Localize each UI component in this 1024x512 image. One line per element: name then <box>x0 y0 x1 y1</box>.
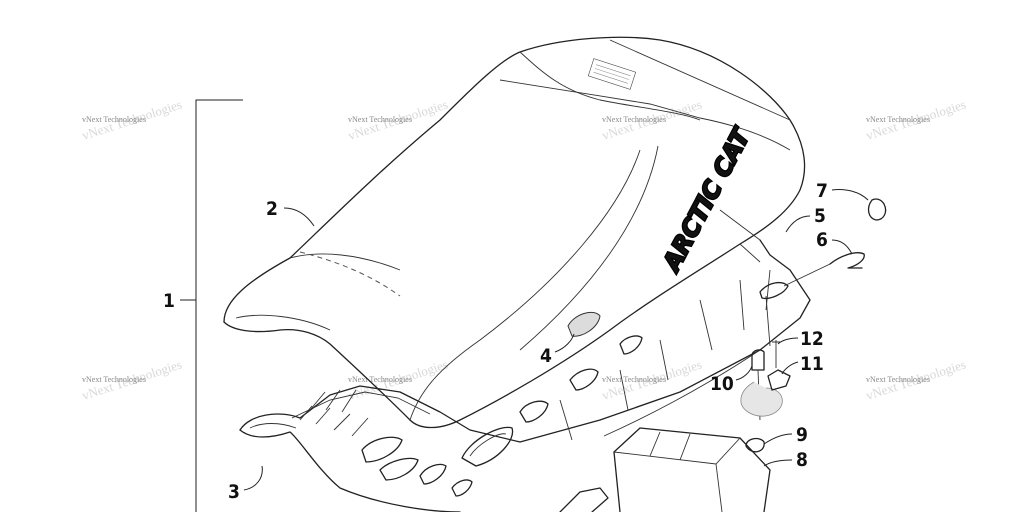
callout-7: 7 <box>816 180 828 202</box>
leader-10 <box>735 365 753 381</box>
nut <box>745 437 765 453</box>
leader-12 <box>777 337 799 345</box>
seat-base <box>239 239 811 512</box>
watermark-text: vNext Technologies <box>82 375 146 384</box>
latch-rod <box>765 295 771 347</box>
leader-3 <box>243 465 263 491</box>
watermark-text: vNext Technologies <box>866 375 930 384</box>
washer-seat <box>740 381 783 417</box>
watermark-group: vNext Technologies vNext Technologies vN… <box>80 97 967 403</box>
snap-ring <box>867 198 887 221</box>
latch-clip <box>767 369 791 391</box>
watermark-text: vNext Technologies <box>348 375 412 384</box>
watermark-text: vNext Technologies <box>866 115 930 124</box>
seat-foam-block <box>613 427 771 512</box>
watermark-text: vNext Technologies <box>602 115 666 124</box>
leader-7 <box>831 189 869 201</box>
callout-4: 4 <box>540 345 552 367</box>
callout-1: 1 <box>163 290 175 312</box>
watermark-text: vNext Technologies <box>348 115 412 124</box>
brand-decal: ARCTIC CAT ARCTIC CAT <box>655 122 757 279</box>
leader-9 <box>763 433 793 445</box>
leader-5 <box>785 215 811 233</box>
callout-2: 2 <box>266 198 278 220</box>
leader-4 <box>554 333 575 353</box>
assembly-bracket <box>195 99 243 512</box>
leader-2 <box>283 207 315 227</box>
callout-11: 11 <box>800 353 824 375</box>
leader-11 <box>781 361 799 375</box>
leader-lines <box>243 189 869 491</box>
seat-tag <box>587 58 637 90</box>
latch-pin <box>772 340 780 368</box>
leader-8 <box>763 459 793 467</box>
seat-cushion <box>223 36 806 429</box>
seat-decal-oval <box>567 311 601 337</box>
callout-12: 12 <box>800 328 824 350</box>
latch-bracket <box>759 281 789 300</box>
hairpin-clip <box>829 252 865 269</box>
watermark-text: vNext Technologies <box>82 115 146 124</box>
callout-3: 3 <box>228 481 240 503</box>
brand-decal-text: ARCTIC CAT <box>657 123 757 277</box>
callout-6: 6 <box>816 229 828 251</box>
callout-5: 5 <box>814 205 826 227</box>
plunger <box>751 349 765 371</box>
leader-6 <box>831 239 853 255</box>
callout-9: 9 <box>796 424 808 446</box>
watermark-text: vNext Technologies <box>602 375 666 384</box>
callout-8: 8 <box>796 449 808 471</box>
callout-10: 10 <box>710 373 734 395</box>
